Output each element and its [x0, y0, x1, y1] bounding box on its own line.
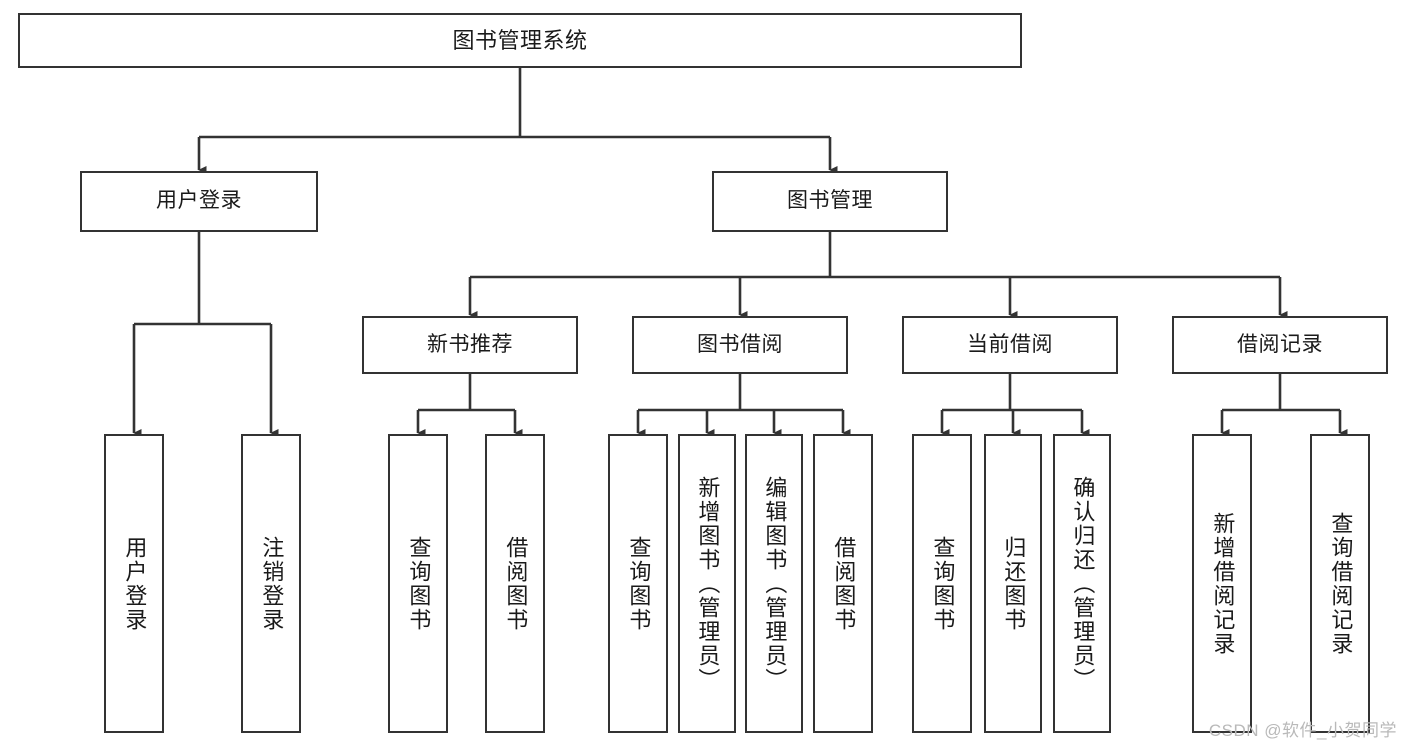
- node-leaf-query-book-3[interactable]: 查询图书: [912, 434, 972, 733]
- node-leaf-user-logout[interactable]: 注销登录: [241, 434, 301, 733]
- node-label: 当前借阅: [967, 332, 1053, 356]
- node-new-book-rec[interactable]: 新书推荐: [362, 316, 578, 374]
- node-leaf-confirm-return[interactable]: 确认归还（管理员）: [1053, 434, 1111, 733]
- node-label: 查询图书: [626, 535, 652, 632]
- node-user-login[interactable]: 用户登录: [80, 171, 318, 232]
- node-leaf-borrow-book-2[interactable]: 借阅图书: [813, 434, 873, 733]
- node-label: 确认归还（管理员）: [1070, 475, 1096, 692]
- node-label: 用户登录: [122, 535, 148, 632]
- node-leaf-user-login[interactable]: 用户登录: [104, 434, 164, 733]
- node-leaf-return-book[interactable]: 归还图书: [984, 434, 1042, 733]
- node-label: 注销登录: [259, 535, 285, 632]
- node-leaf-add-record[interactable]: 新增借阅记录: [1192, 434, 1252, 733]
- node-label: 新增借阅记录: [1210, 511, 1236, 656]
- node-label: 图书管理系统: [452, 27, 588, 53]
- node-label: 查询图书: [406, 535, 432, 632]
- node-leaf-borrow-book-1[interactable]: 借阅图书: [485, 434, 545, 733]
- node-leaf-query-book-1[interactable]: 查询图书: [388, 434, 448, 733]
- node-leaf-query-book-2[interactable]: 查询图书: [608, 434, 668, 733]
- node-current-borrow[interactable]: 当前借阅: [902, 316, 1118, 374]
- node-label: 图书管理: [787, 189, 873, 213]
- node-borrow-record[interactable]: 借阅记录: [1172, 316, 1388, 374]
- node-label: 编辑图书（管理员）: [762, 475, 788, 692]
- node-label: 查询借阅记录: [1328, 511, 1354, 656]
- node-root[interactable]: 图书管理系统: [18, 13, 1022, 68]
- node-leaf-edit-book[interactable]: 编辑图书（管理员）: [745, 434, 803, 733]
- node-label: 借阅图书: [503, 535, 529, 632]
- node-leaf-add-book[interactable]: 新增图书（管理员）: [678, 434, 736, 733]
- node-label: 查询图书: [930, 535, 956, 632]
- node-label: 借阅图书: [831, 535, 857, 632]
- node-leaf-query-record[interactable]: 查询借阅记录: [1310, 434, 1370, 733]
- node-label: 归还图书: [1001, 535, 1027, 632]
- watermark-text: CSDN @软件_小贺同学: [1208, 721, 1397, 740]
- node-label: 用户登录: [156, 189, 242, 213]
- node-book-borrow[interactable]: 图书借阅: [632, 316, 848, 374]
- node-label: 新书推荐: [427, 332, 513, 356]
- node-book-manage[interactable]: 图书管理: [712, 171, 948, 232]
- node-label: 借阅记录: [1237, 332, 1323, 356]
- node-label: 图书借阅: [697, 332, 783, 356]
- node-label: 新增图书（管理员）: [695, 475, 721, 692]
